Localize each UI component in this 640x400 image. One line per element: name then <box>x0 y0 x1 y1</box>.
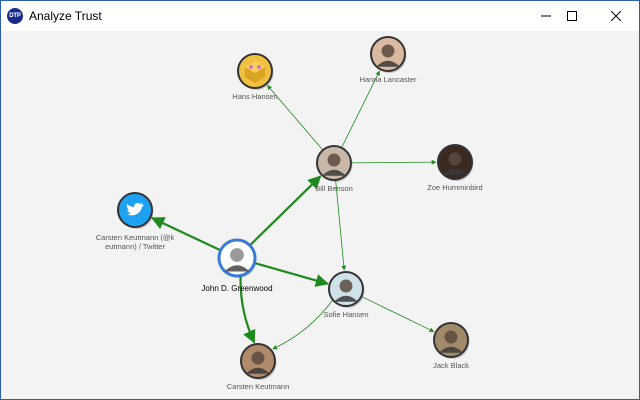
avatar-head-icon <box>444 330 458 344</box>
trust-edge-sofie-to-carsten <box>272 299 334 350</box>
avatar-head-icon <box>448 152 462 166</box>
node-label: John D. Greenwood <box>201 284 272 293</box>
avatar-body-icon <box>439 346 463 353</box>
node-label: Sofie Hansen <box>323 310 368 319</box>
trust-edge-john-to-bill <box>249 175 322 247</box>
trust-edge-john-to-twitter <box>150 217 222 252</box>
minimize-icon <box>541 15 551 17</box>
close-icon <box>610 10 622 22</box>
node-label: Jack Black <box>433 361 469 370</box>
twitter-bird-icon <box>126 203 144 216</box>
graph-node-john[interactable]: John D. Greenwood <box>201 238 273 293</box>
graph-node-hanna[interactable]: Hanna Lancaster <box>359 36 417 84</box>
avatar-body-icon <box>224 265 250 272</box>
graph-node-zoe[interactable]: Zoe Humminbird <box>427 144 483 192</box>
node-label: Carsten Keutmann <box>227 382 290 391</box>
app-logo-icon: DTP <box>7 8 23 24</box>
title-bar[interactable]: DTP Analyze Trust <box>1 1 639 31</box>
graph-node-sofie[interactable]: Sofie Hansen <box>323 271 369 319</box>
avatar-head-icon <box>381 44 395 58</box>
cube-eye-icon <box>257 65 261 69</box>
trust-edge-john-to-carsten <box>239 275 256 344</box>
node-label: Bill Benson <box>315 184 353 193</box>
graph-node-carsten[interactable]: Carsten Keutmann <box>227 343 290 391</box>
node-label: Zoe Humminbird <box>427 183 482 192</box>
avatar-head-icon <box>327 153 341 167</box>
edges-layer <box>150 70 437 350</box>
trust-edge-bill-to-sofie <box>335 179 347 271</box>
node-label: Hans Hansen <box>232 92 277 101</box>
avatar-body-icon <box>334 295 358 302</box>
cube-side-icon <box>245 67 265 83</box>
cube-eye-icon <box>249 65 253 69</box>
avatar-head-icon <box>230 248 244 262</box>
minimize-button[interactable] <box>523 1 569 31</box>
avatar-head-icon <box>251 351 265 365</box>
trust-edge-john-to-sofie <box>254 261 329 287</box>
graph-node-hans[interactable]: Hans Hansen <box>232 53 278 101</box>
graph-node-bill[interactable]: Bill Benson <box>315 145 353 193</box>
avatar-body-icon <box>376 60 400 67</box>
trust-edge-bill-to-hans <box>267 85 324 151</box>
avatar-head-icon <box>339 279 353 293</box>
avatar-body-icon <box>322 169 346 176</box>
nodes-layer: John D. Greenwood Bill Benson Hans Hansen H… <box>96 36 483 391</box>
trust-graph-canvas[interactable]: John D. Greenwood Bill Benson Hans Hansen H… <box>1 31 639 399</box>
close-button[interactable] <box>593 1 639 31</box>
node-label: Carsten Keutmann (@k <box>96 233 175 242</box>
trust-edge-bill-to-hanna <box>341 70 380 148</box>
node-label: Hanna Lancaster <box>359 75 417 84</box>
maximize-button[interactable] <box>549 1 595 31</box>
trust-edge-sofie-to-jack <box>361 296 435 333</box>
avatar-body-icon <box>443 168 467 175</box>
maximize-icon <box>567 11 577 21</box>
window-title: Analyze Trust <box>29 9 102 23</box>
avatar-body-icon <box>246 367 270 374</box>
trust-edge-bill-to-zoe <box>350 159 437 165</box>
node-label: eutmann) / Twitter <box>105 242 165 251</box>
graph-node-jack[interactable]: Jack Black <box>433 322 470 370</box>
